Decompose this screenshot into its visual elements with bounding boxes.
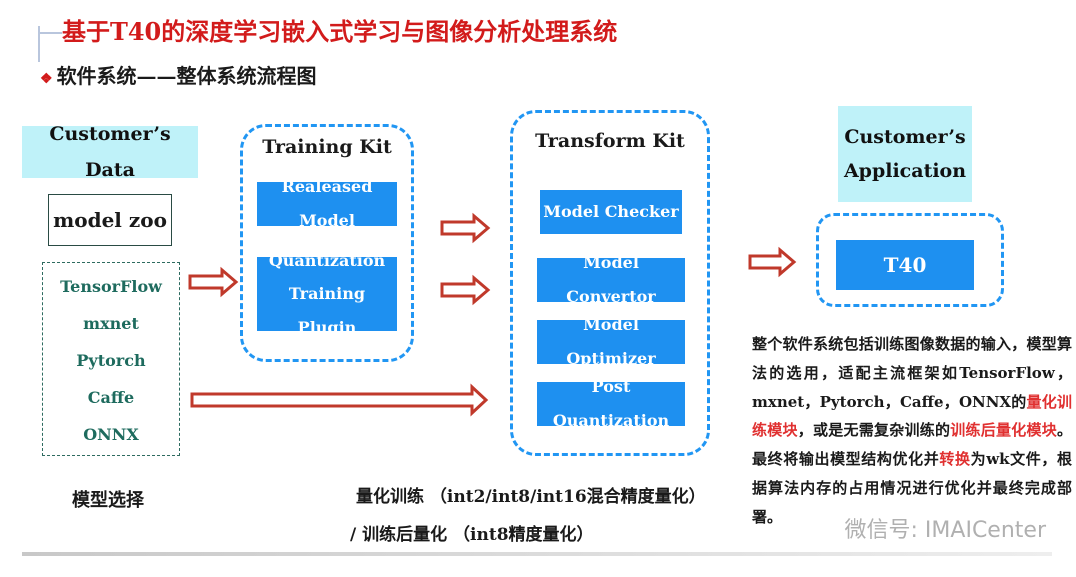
description-text: 为wk文件，根据算法内存的占用情况进行优化并最终完成部署。 [752, 450, 1072, 526]
training-kit-title: Training Kit [262, 136, 392, 158]
description-text: 整个软件系统包括训练图像数据的输入，模型算法的选用，适配主流框架如TensorF… [752, 335, 1072, 411]
description-text: ，或是无需复杂训练的 [797, 421, 951, 440]
bottom-divider [22, 552, 1052, 556]
application-container [816, 213, 1004, 307]
quant-note-line2: / 训练后量化 （int8精度量化） [350, 525, 594, 545]
quant-note-line1: 量化训练 （int2/int8/int16混合精度量化） [356, 487, 706, 507]
post-quantization-box: Post Quantization [537, 377, 685, 430]
model-selection-caption: 模型选择 [72, 490, 144, 511]
customer-application-label: Customer’s Application [838, 106, 972, 202]
arrow-training-to-transform-upper [440, 212, 491, 244]
arrow-frameworks-to-training-kit [188, 266, 239, 298]
page-title: 基于T40的深度学习嵌入式学习与图像分析处理系统 [62, 17, 618, 46]
customer-application-label-line1: Customer’s [844, 125, 966, 148]
header-divider-vertical [38, 26, 40, 62]
framework-item: TensorFlow [60, 277, 162, 296]
transform-kit-title: Transform Kit [535, 130, 685, 152]
watermark: 微信号: IMAICenter [844, 518, 1046, 543]
framework-item: ONNX [83, 425, 139, 444]
bullet-icon: ❖ [40, 71, 53, 87]
model-convertor-box: Model Convertor [537, 253, 685, 306]
released-model-box: Realeased Model [257, 177, 397, 230]
description-highlight-convert: 转换 [939, 450, 971, 469]
framework-item: mxnet [83, 314, 139, 333]
transform-kit-container [510, 110, 710, 456]
description-text: 。最终将输出模型结构优化并 [752, 421, 1072, 469]
arrow-transform-to-application [748, 246, 797, 278]
t40-device-box: T40 [836, 240, 974, 290]
page-subtitle: ❖软件系统——整体系统流程图 [40, 60, 317, 89]
subtitle-text: 软件系统——整体系统流程图 [56, 64, 317, 88]
system-description: 整个软件系统包括训练图像数据的输入，模型算法的选用，适配主流框架如TensorF… [752, 330, 1072, 532]
customer-data-label: Customer’s Data [22, 123, 198, 181]
model-zoo-box: model zoo [48, 194, 172, 246]
framework-item: Pytorch [76, 351, 146, 370]
arrow-frameworks-to-transform-kit [190, 383, 489, 417]
framework-list: TensorFlow mxnet Pytorch Caffe ONNX [42, 262, 180, 456]
training-kit-container [240, 124, 414, 362]
model-optimizer-box: Model Optimizer [537, 315, 685, 368]
framework-item: Caffe [87, 388, 135, 407]
description-highlight-quant-training: 量化训练模块 [752, 392, 1072, 440]
header-divider-horizontal [38, 32, 62, 34]
arrow-training-to-transform-lower [440, 274, 491, 306]
customer-application-label-line2: Application [843, 160, 967, 182]
model-checker-box: Model Checker [540, 190, 682, 234]
description-highlight-post-quant: 训练后量化模块 [950, 421, 1057, 440]
